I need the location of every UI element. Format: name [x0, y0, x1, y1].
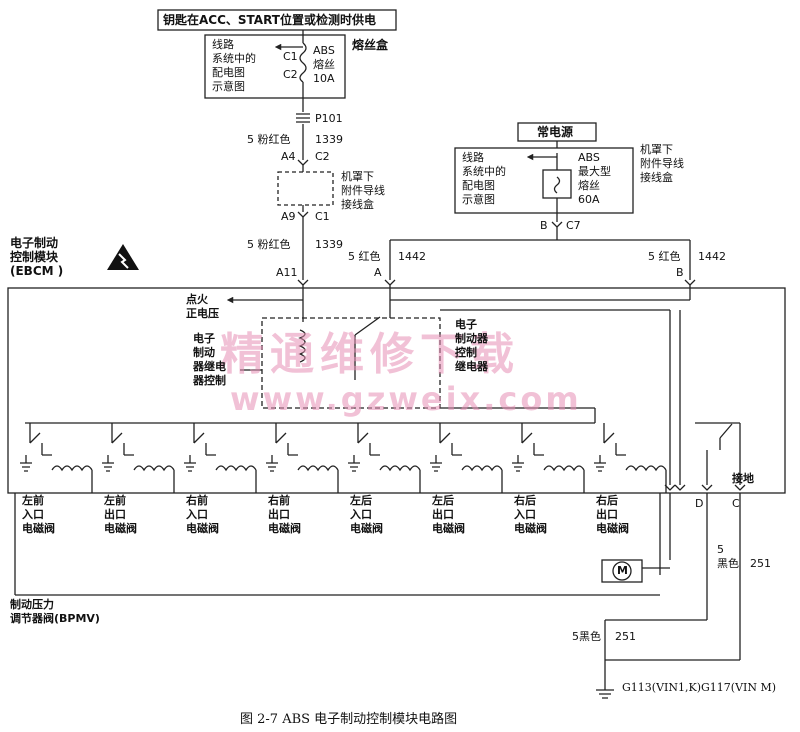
ground-ids: G113(VIN1,K)G117(VIN M): [622, 681, 777, 694]
valve-circuit: [184, 423, 257, 493]
valve-circuit: [20, 423, 93, 493]
wire-black-c-color: 5 黑色: [717, 543, 739, 570]
wire-black-d-circuit: 251: [615, 630, 636, 643]
pin-a9: A9: [281, 210, 296, 223]
wire-mid-color: 5 粉红色: [247, 238, 291, 251]
watermark-chinese: 精通维修下载: [220, 329, 520, 380]
ground-symbol: [430, 455, 442, 472]
wire-top-color: 5 粉红色: [247, 133, 291, 146]
wire-red-b-color: 5 红色: [648, 250, 681, 263]
p101-label: P101: [315, 112, 343, 125]
ground-symbol: [512, 455, 524, 472]
wire-black-d-color: 5黑色: [572, 630, 601, 643]
abs-fuse-10a: [299, 42, 307, 83]
ground-symbol: [102, 455, 114, 472]
ground-symbol: [596, 689, 614, 699]
valve-label: 左后 出口 电磁阀: [432, 494, 465, 535]
top-supply-box: [157, 9, 397, 31]
underhood-junction-label: 机罩下 附件导线 接线盒: [341, 170, 385, 211]
ebcm-label: 电子制动 控制模块 (EBCM ): [10, 236, 64, 278]
abs-maxi-fuse-label: ABS 最大型 熔丝 60A: [578, 151, 611, 206]
valve-circuit: [102, 423, 175, 493]
valve-label: 右后 入口 电磁阀: [514, 494, 547, 535]
pin-c1: C1: [315, 210, 330, 223]
figure-caption: 图 2-7 ABS 电子制动控制模块电路图: [240, 712, 458, 727]
pin-c2: C2: [315, 150, 330, 163]
wire-black-c-circuit: 251: [750, 557, 771, 570]
fuse-pin-c1: C1: [283, 50, 298, 63]
ground-symbol: [594, 455, 606, 472]
relay-label: 电子 制动器 控制 继电器: [455, 318, 488, 373]
wire-mid-circuit: 1339: [315, 238, 343, 251]
top-supply-label: 钥匙在ACC、START位置或检测时供电: [163, 13, 376, 27]
wire-top-circuit: 1339: [315, 133, 343, 146]
constant-power-box-label: 机罩下 附件导线 接线盒: [640, 143, 684, 184]
p101-connector: [296, 113, 310, 123]
valve-label: 左后 入口 电磁阀: [350, 494, 383, 535]
valve-label: 右后 出口 电磁阀: [596, 494, 629, 535]
fuse-box-title: 熔丝盒: [352, 38, 389, 52]
abs-fuse-label: ABS 熔丝 10A: [313, 44, 335, 85]
ground-symbol: [20, 455, 32, 472]
valve-label: 右前 入口 电磁阀: [186, 494, 219, 535]
ignition-label: 点火 正电压: [186, 293, 219, 320]
constant-power-side-label: 线路 系统中的 配电图 示意图: [462, 151, 506, 206]
valve-label: 左前 入口 电磁阀: [22, 494, 55, 535]
relay-frame: [261, 317, 441, 409]
pin-a: A: [374, 266, 382, 279]
ground-label: 接地: [732, 472, 754, 485]
valve-circuit: [594, 423, 667, 493]
ground-symbol: [266, 455, 278, 472]
pin-c7: C7: [566, 219, 581, 232]
pin-a11: A11: [276, 266, 298, 279]
ground-symbol: [184, 455, 196, 472]
pin-c: C: [732, 497, 740, 510]
wire-red-a-color: 5 红色: [348, 250, 381, 263]
pin-d: D: [695, 497, 704, 510]
motor-symbol: M: [617, 564, 628, 577]
pin-a4: A4: [281, 150, 296, 163]
motor-circle: [612, 561, 632, 581]
relay-control-label: 电子 制动 器继电 器控制: [193, 332, 226, 387]
valve-circuit: [430, 423, 503, 493]
underhood-junction-box: [277, 171, 334, 206]
pin-b-c7: B: [540, 219, 548, 232]
ground-symbol: [348, 455, 360, 472]
fuse-box-frame: [204, 34, 346, 99]
constant-power-title: 常电源: [537, 125, 574, 139]
motor-frame: [601, 559, 643, 583]
constant-fuse-box: [454, 147, 634, 214]
ebcm-frame: [7, 287, 786, 494]
valve-label: 右前 出口 电磁阀: [268, 494, 301, 535]
pin-b: B: [676, 266, 684, 279]
fuse-pin-c2: C2: [283, 68, 298, 81]
watermark-url: www.gzweix.com: [230, 380, 582, 418]
wire-red-a-circuit: 1442: [398, 250, 426, 263]
valve-circuit: [266, 423, 339, 493]
esd-warning-icon: [107, 244, 139, 270]
valve-label: 左前 出口 电磁阀: [104, 494, 137, 535]
valve-circuit: [348, 423, 421, 493]
bpmv-label: 制动压力 调节器阀(BPMV): [10, 598, 100, 625]
wire-red-b-circuit: 1442: [698, 250, 726, 263]
valve-circuit: [512, 423, 585, 493]
fuse-box-side-label: 线路 系统中的 配电图 示意图: [212, 38, 256, 93]
